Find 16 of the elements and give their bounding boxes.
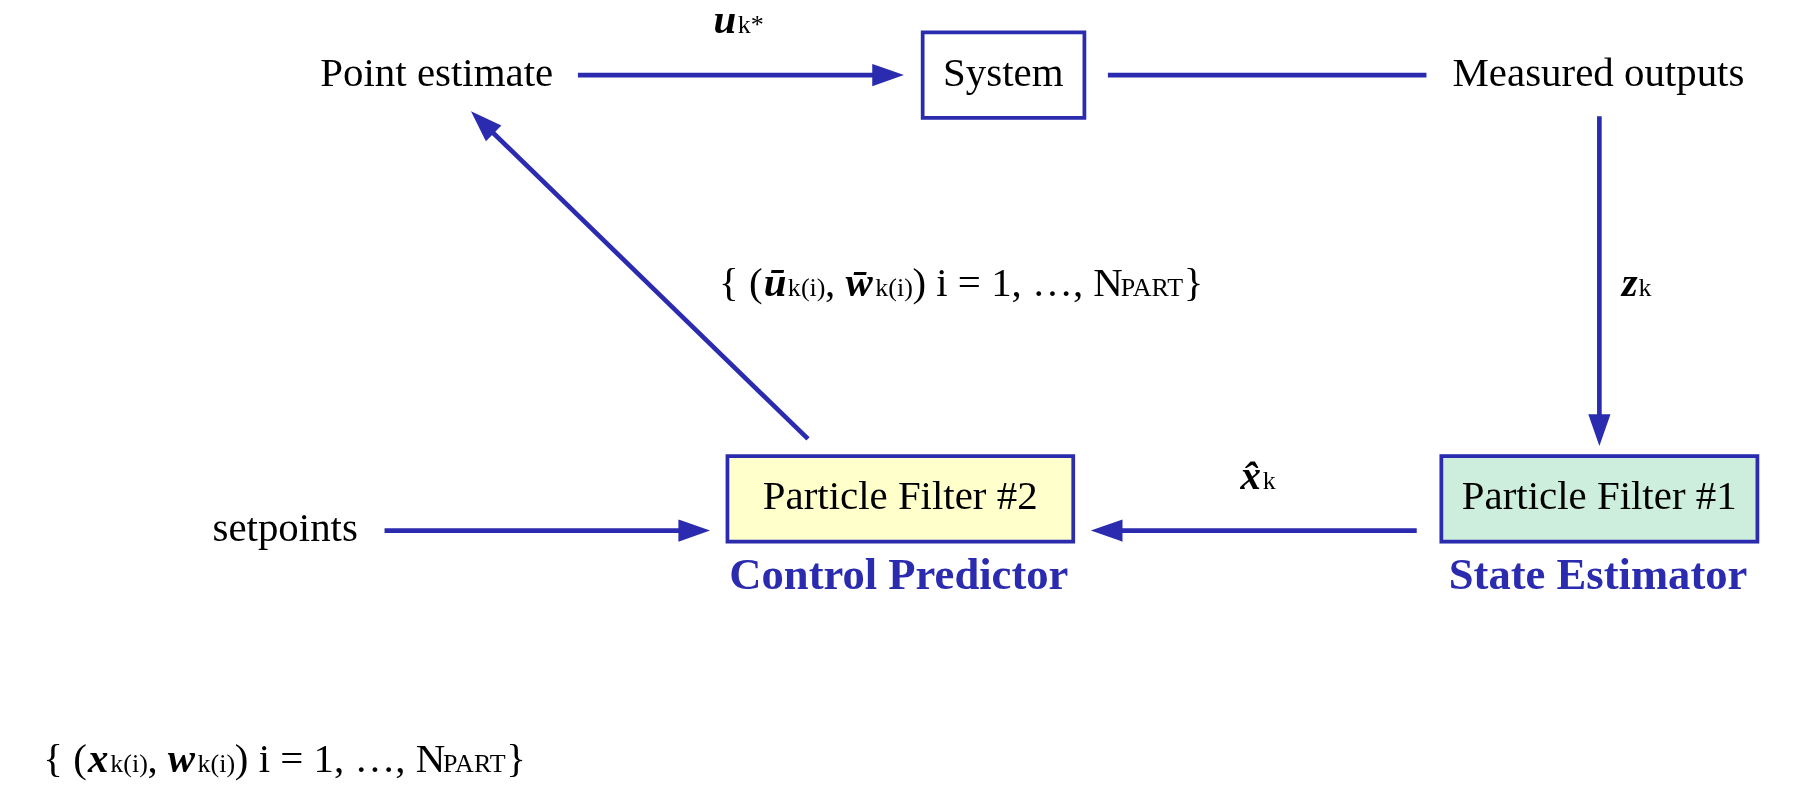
arrow bbox=[1090, 519, 1417, 542]
arrow bbox=[384, 519, 711, 542]
edge-label: { (ūk(i), w̄k(i)) i = 1, …, NPART} bbox=[719, 259, 1204, 305]
node-text: setpoints bbox=[212, 504, 358, 550]
edge-label: x̂k bbox=[1240, 452, 1276, 498]
node-text: Measured outputs bbox=[1452, 49, 1745, 95]
node-text: Point estimate bbox=[320, 49, 554, 95]
node-label: State Estimator bbox=[1448, 548, 1748, 599]
arrow bbox=[577, 64, 904, 87]
arrow bbox=[470, 111, 810, 441]
connector bbox=[1107, 72, 1427, 78]
arrow bbox=[1588, 116, 1611, 446]
edge-label: uk* bbox=[713, 0, 764, 43]
node-label: Control Predictor bbox=[729, 548, 1069, 599]
label: { (xk(i), wk(i)) i = 1, …, NPART} bbox=[43, 735, 526, 781]
edge-label: zk bbox=[1621, 259, 1652, 305]
